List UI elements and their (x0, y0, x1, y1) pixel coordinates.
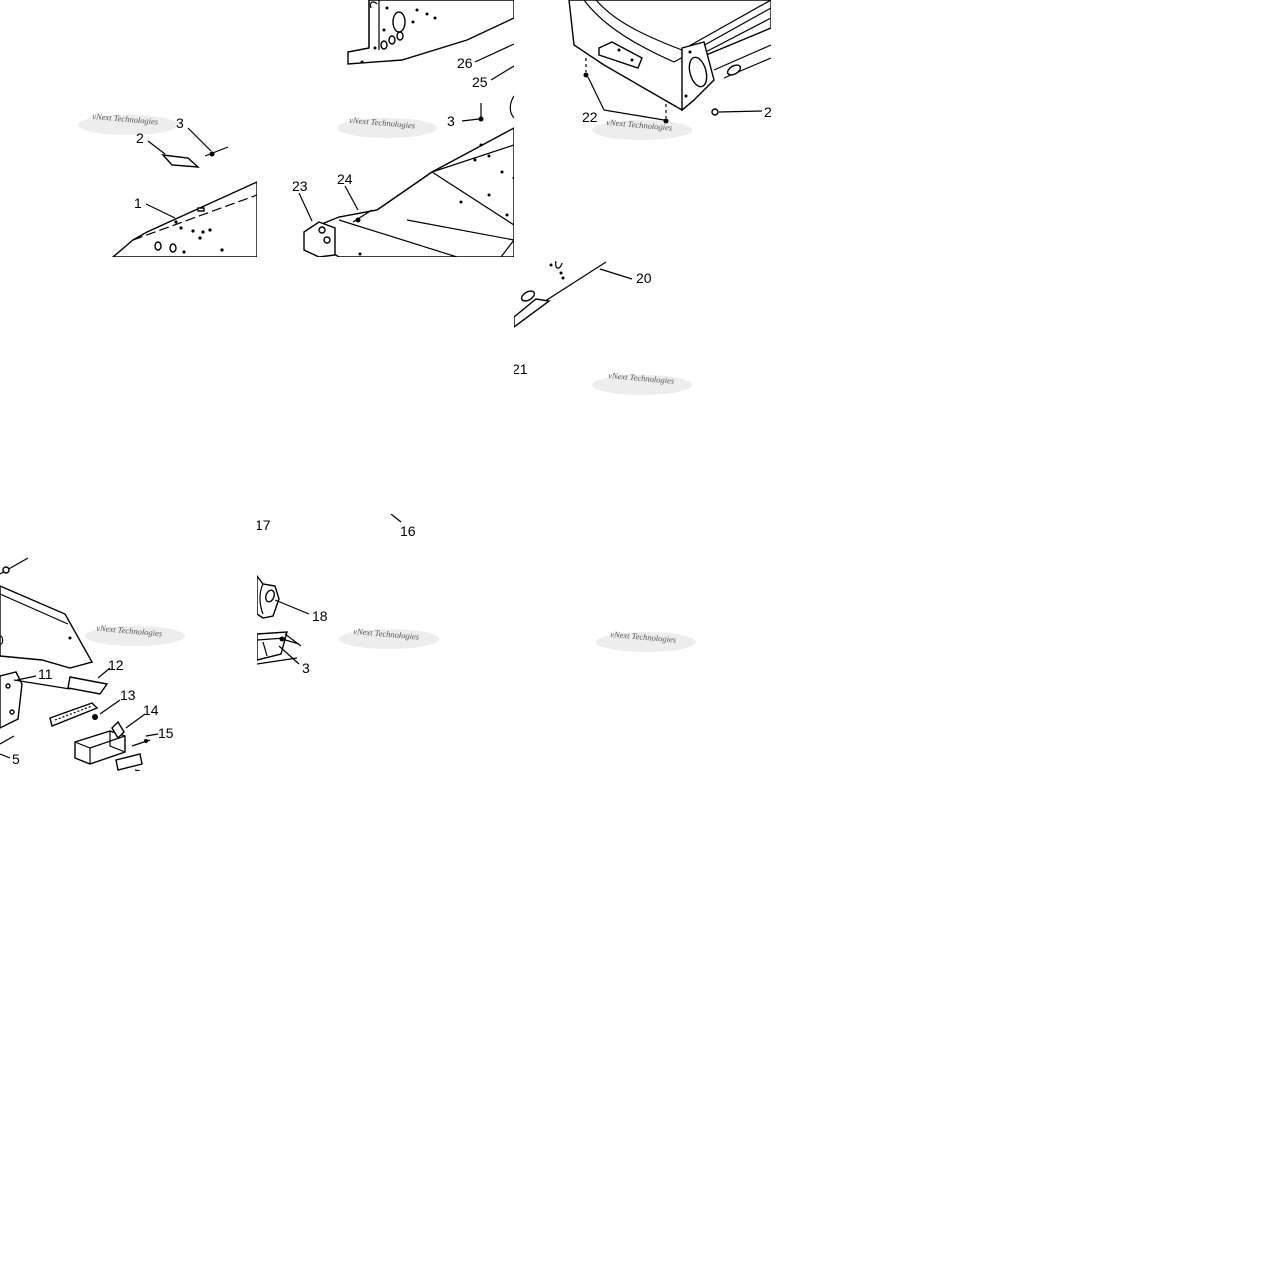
part-23-bracket (303, 221, 336, 257)
callout-22: 22 (582, 109, 598, 125)
callout-23: 23 (292, 178, 308, 194)
callout-11: 11 (38, 666, 53, 682)
part-lower-plate (115, 753, 143, 771)
part-fender-panel (0, 585, 94, 669)
part-1-holes (154, 207, 224, 254)
callout-25: 25 (472, 74, 488, 90)
watermark: vNext Technologies (596, 629, 696, 652)
tile-top-middle-drawing: vNext Technologies (292, 0, 514, 257)
callout-13: 13 (120, 687, 136, 703)
callout-3: 3 (447, 113, 455, 129)
part-22-nut-a (583, 72, 589, 78)
part-2-bolt (711, 108, 719, 116)
watermark: vNext Technologies (592, 117, 692, 140)
callout-3: 3 (302, 660, 310, 676)
tile-bottom-right-drawing: vNext Technologies (596, 629, 696, 652)
part-22-nut-b (663, 118, 669, 124)
part-small-clip (555, 260, 563, 269)
tile-top-middle: vNext Technologies (257, 0, 514, 257)
part-lower-frame (257, 631, 288, 661)
bulkhead-holes (360, 6, 437, 64)
part-upper-bulkhead (347, 0, 514, 65)
watermark: vNext Technologies (592, 370, 692, 395)
callout-5: 5 (12, 751, 20, 767)
callout-17: 17 (257, 517, 271, 533)
callout-24: 24 (337, 171, 353, 187)
tile-middle-right: vNext Technologies 20 21 (514, 257, 771, 514)
tile-top-right: vNext Technologies (514, 0, 771, 257)
part-bracket-plate (598, 41, 643, 69)
tile-top-left-drawing: vNext Technologies (78, 111, 257, 257)
callout-15: 15 (158, 725, 174, 741)
tile-bottom-right: vNext Technologies (514, 514, 771, 771)
callout-2: 2 (136, 130, 144, 146)
callout-21: 21 (514, 361, 528, 377)
frame-holes (358, 143, 514, 256)
tile-middle-right-drawing: vNext Technologies 20 21 (514, 260, 692, 395)
callout-16: 16 (400, 523, 416, 539)
callout-1: 1 (134, 195, 142, 211)
callout-14: 14 (143, 702, 159, 718)
tile-top-right-drawing: vNext Technologies (568, 0, 771, 140)
part-12-rail (67, 676, 109, 695)
watermark: vNext Technologies (337, 115, 437, 138)
tile-top-left: vNext Technologies (0, 0, 257, 257)
watermark: vNext Technologies (339, 626, 439, 649)
part-chassis-frame (311, 127, 514, 257)
callout-20: 20 (636, 270, 652, 286)
tile-bottom-left: vNext Technologies (0, 514, 257, 771)
callout-12: 12 (108, 657, 124, 673)
tile-bottom-left-drawing: vNext Technologies (0, 557, 185, 771)
tile-bottom-middle: vNext Technologies 17 16 18 3 (257, 514, 514, 771)
callout-18: 18 (312, 608, 328, 624)
part-1-tunnel (111, 181, 257, 257)
callout-26: 26 (457, 55, 473, 71)
watermark: vNext Technologies (85, 623, 185, 646)
part-2-plate (161, 154, 200, 168)
watermark: vNext Technologies (78, 111, 178, 135)
part-21-bracket (514, 298, 551, 328)
tile-bottom-middle-drawing: vNext Technologies 17 16 18 3 (257, 514, 439, 676)
callout-0: 0 (0, 632, 4, 648)
callout-3: 3 (176, 115, 184, 131)
callout-2: 2 (764, 104, 771, 120)
